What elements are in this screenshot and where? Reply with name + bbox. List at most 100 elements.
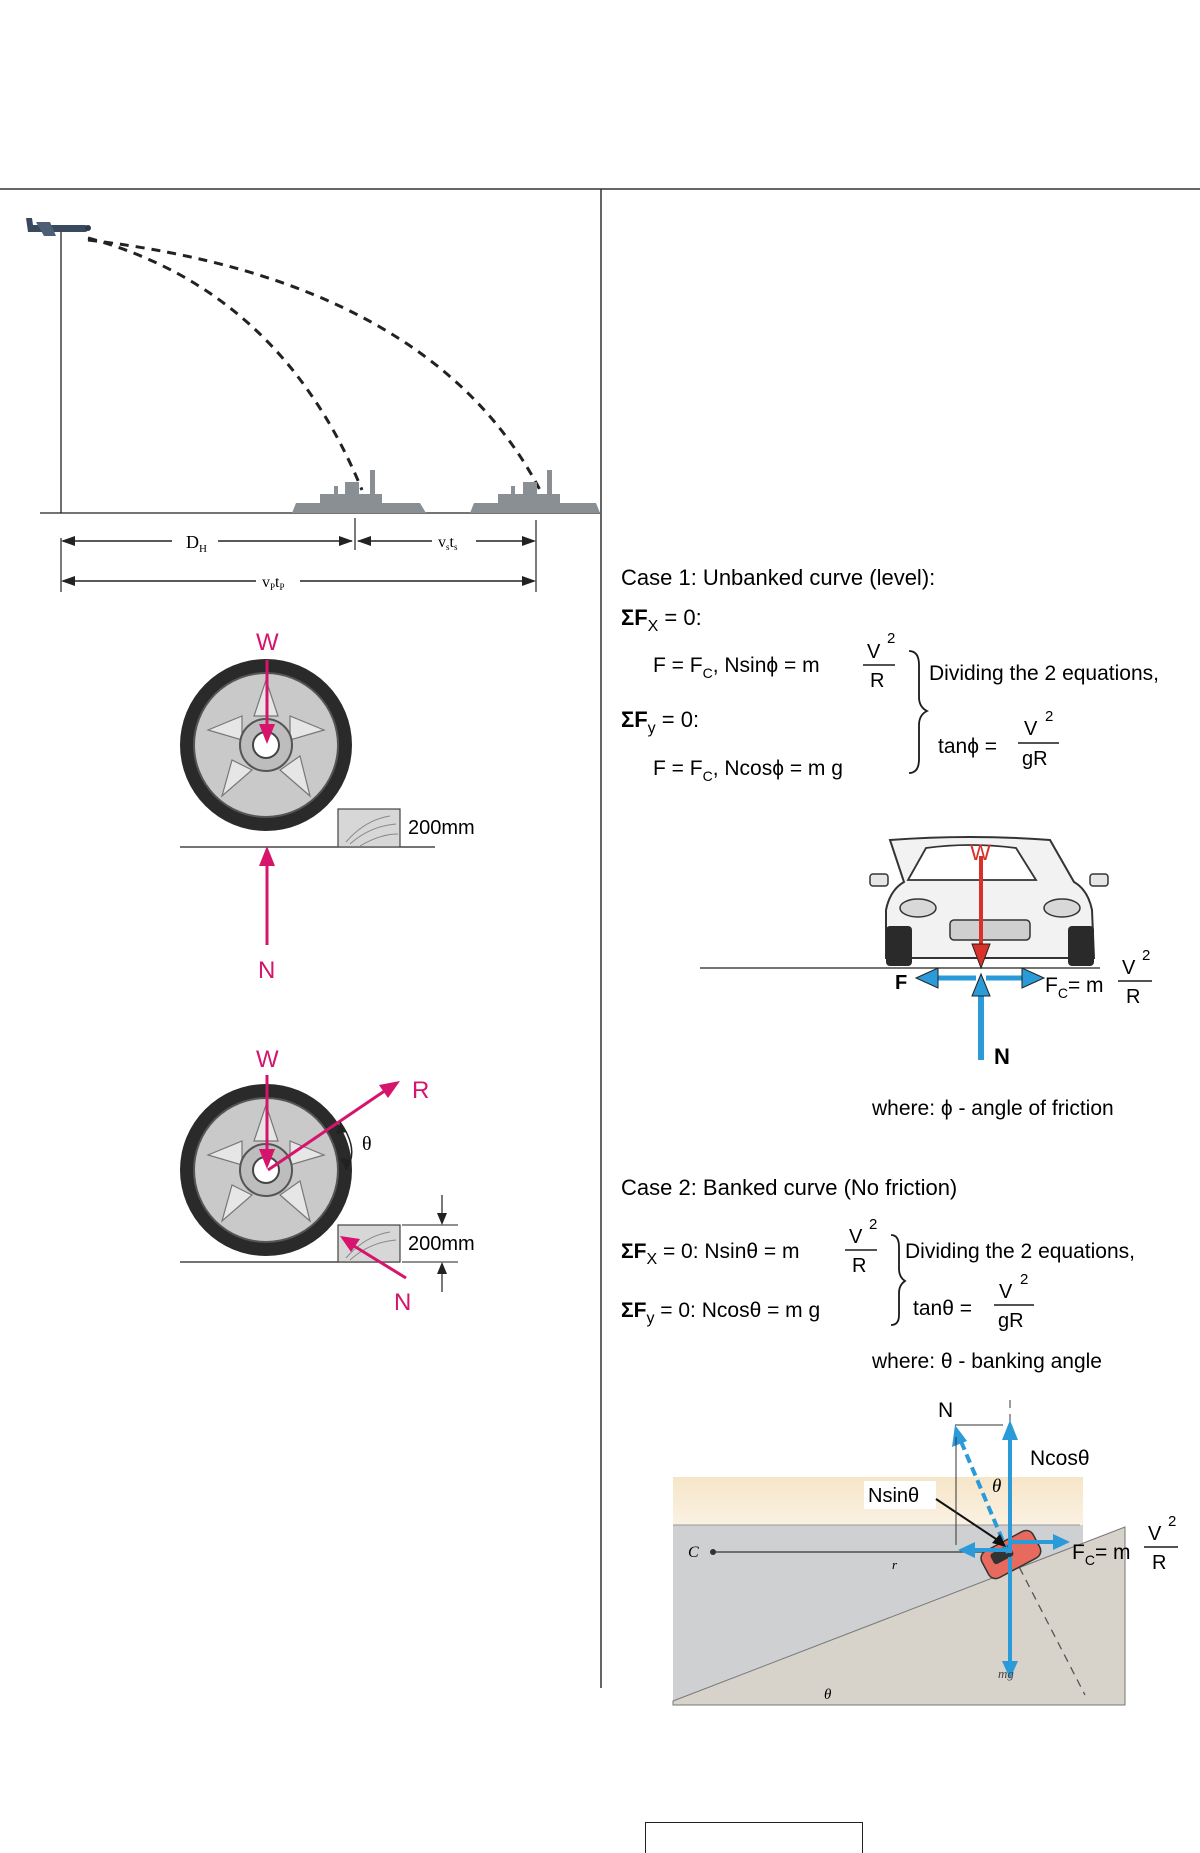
case2-tan: tanθ = [913,1297,972,1320]
wheel1-height-label: 200mm [408,817,475,839]
case2-dividing: Dividing the 2 equations, [905,1240,1135,1263]
case1-tan-den: gR [1022,748,1048,770]
case2-tan-exp: 2 [1020,1271,1028,1288]
car-f-label: F [895,972,907,994]
diag-fc-sub: C [1085,1552,1095,1568]
svg-text:vsts: vsts [438,534,458,552]
case2-tan-den: gR [998,1310,1024,1332]
wheel-diagram-1: 200mm W N [180,629,475,984]
diag-fc-rest: = m [1095,1541,1131,1564]
case1-eq1-left-sub: C [703,665,713,681]
label-vp: v [262,574,270,591]
car-n-label: N [994,1044,1010,1069]
diag-nsin-label: Nsinθ [868,1485,919,1507]
svg-text:FC= m: FC= m [1072,1541,1131,1568]
label-vs-sub: s [446,542,450,552]
svg-text:DH: DH [186,532,207,555]
wheel2-height-label: 200mm [408,1233,475,1255]
wheel2-r-label: R [412,1077,429,1104]
case2-sumfy-sub: y [646,1310,654,1327]
case1-eq2-left: F = F [653,757,703,780]
case1-frac-num: V [867,641,881,663]
diag-n-label: N [938,1399,953,1422]
case2-frac-exp: 2 [869,1216,877,1233]
label-tp: t [275,574,280,591]
case1-title: Case 1: Unbanked curve (level): [621,565,935,590]
case1-eq1-left: F = F [653,654,703,677]
case1-dividing: Dividing the 2 equations, [929,662,1159,685]
car-w-label: W [970,840,991,865]
case2-where: where: θ - banking angle [871,1350,1102,1373]
case1-sumfy: ΣF [621,707,648,732]
svg-text:ΣFX = 0:: ΣFX = 0: [621,605,702,635]
case2-frac-num: V [849,1226,863,1248]
wheel2-n-label: N [394,1289,411,1316]
case2-sumfx: ΣF [621,1240,647,1263]
car-fc-sub: C [1058,985,1068,1001]
ship-icon [292,470,426,513]
diag-theta-label: θ [992,1476,1001,1497]
diag-fc-den: R [1152,1552,1166,1574]
wheel-icon [180,659,352,831]
case1-sumfx-sub: X [648,618,659,635]
case2-tan-num: V [999,1281,1013,1303]
label-vs: v [438,534,446,551]
case2-frac-den: R [852,1255,866,1277]
case2-sumfx-sub: X [646,1251,657,1268]
car-fc-rest: = m [1068,974,1104,997]
case1-sumfx-rest: = 0: [658,605,701,630]
wheel1-w-label: W [256,629,279,656]
car-front-icon [869,836,1109,966]
wheel-icon-2 [180,1084,352,1256]
diag-ncos-label: Ncosθ [1030,1447,1090,1470]
wheel-diagram-2: 200mm W R θ N [180,1046,475,1316]
label-dh-sub: H [199,543,207,555]
case2-equations: Case 2: Banked curve (No friction) ΣFX =… [621,1175,1135,1373]
case1-tan-num: V [1024,718,1038,740]
svg-text:ΣFy = 0:: ΣFy = 0: [621,707,699,737]
case1-eq2-mid: , Ncosϕ = m g [713,757,843,780]
trajectory-1 [87,236,364,491]
label-vp-sub: P [270,582,275,592]
car-fc-den: R [1126,986,1140,1008]
svg-text:F = FC, Nsinϕ = m: F = FC, Nsinϕ = m [653,654,820,681]
banked-curve-diagram: C r Ncosθ N θ Nsinθ FC= m V 2 R mg θ [672,1399,1178,1706]
diag-mg-label: mg [998,1666,1014,1681]
case1-frac-den: R [870,670,884,692]
diag-fc-exp: 2 [1168,1513,1176,1530]
label-ts-sub: s [454,542,458,552]
wheel1-n-label: N [258,957,275,984]
case1-sumfy-rest: = 0: [656,707,699,732]
plane-icon [26,218,91,236]
diag-fc-num: V [1148,1523,1162,1545]
car-fc-num: V [1122,957,1136,979]
svg-text:FC= m: FC= m [1045,974,1104,1001]
page-number-box [645,1822,863,1853]
case1-frac-exp: 2 [887,630,895,647]
case2-sumfy: ΣF [621,1299,647,1322]
wheel2-w-label: W [256,1046,279,1073]
diag-r-label: r [892,1557,898,1572]
case1-sumfy-sub: y [648,720,656,737]
case1-where: where: ϕ - angle of friction [871,1097,1114,1120]
case2-title: Case 2: Banked curve (No friction) [621,1175,957,1200]
case2-sumfx-rest: = 0: Nsinθ = m [657,1240,799,1263]
case1-sumfx: ΣF [621,605,648,630]
case1-tan: tanϕ = [938,735,997,758]
diag-theta2-label: θ [824,1687,832,1703]
svg-text:ΣFX = 0: Nsinθ = m: ΣFX = 0: Nsinθ = m [621,1240,800,1268]
case1-equations: Case 1: Unbanked curve (level): ΣFX = 0:… [621,565,1159,784]
trajectory-2 [87,238,542,491]
diag-c-label: C [688,1544,699,1561]
label-ts: t [450,534,455,551]
wheel2-theta-label: θ [362,1133,372,1155]
svg-text:vPtP: vPtP [262,574,284,592]
car-fc-label: F [1045,974,1058,997]
label-dh: D [186,532,199,552]
case1-eq1-mid: , Nsinϕ = m [713,654,820,677]
case1-tan-exp: 2 [1045,708,1053,725]
car-diagram: W F FC= m V 2 R N where: ϕ - angle of fr… [700,836,1152,1120]
ship-icon-2 [470,470,600,513]
diag-fc-label: F [1072,1541,1085,1564]
